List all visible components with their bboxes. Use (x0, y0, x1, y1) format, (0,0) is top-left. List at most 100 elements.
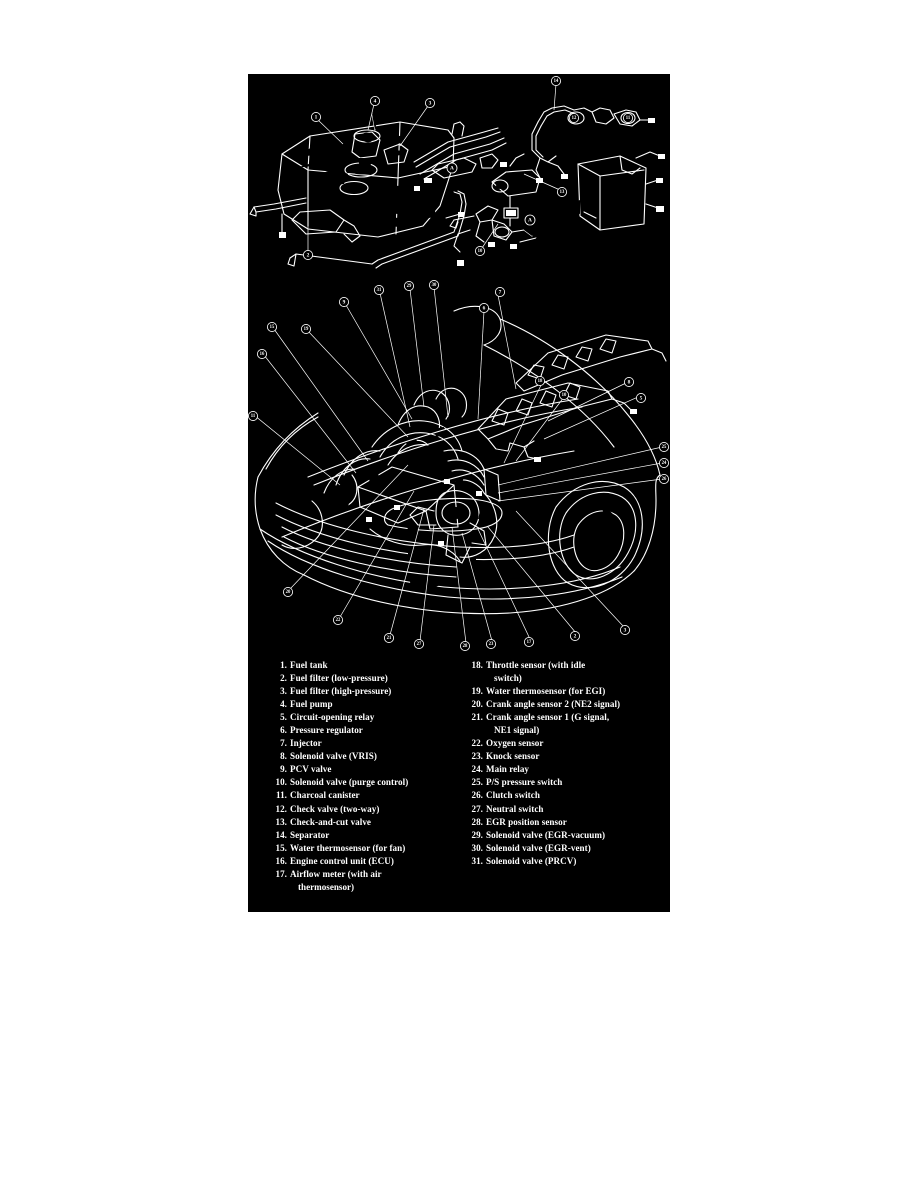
legend-number: 22. (471, 738, 483, 749)
legend-label: Oxygen sensor (486, 738, 544, 749)
callout-28: 28 (459, 640, 471, 652)
legend-label: Check-and-cut valve (290, 816, 372, 827)
legend-number: 25. (471, 777, 483, 788)
legend-label: PCV valve (290, 764, 332, 775)
legend-item: 19. Water thermosensor (for EGI) (466, 685, 670, 698)
center-fuel-line-bundle (413, 120, 507, 191)
legend-label-continuation: thermosensor) (298, 881, 355, 892)
svg-text:17: 17 (527, 640, 532, 645)
legend-label: Fuel filter (high-pressure) (290, 686, 392, 697)
svg-text:16: 16 (260, 352, 265, 357)
callout-1: 1 (310, 111, 322, 123)
engine-assembly (281, 387, 583, 564)
svg-text:8: 8 (628, 379, 631, 385)
legend-label-continuation: switch) (494, 673, 522, 684)
injector-rail-detail (477, 334, 667, 462)
legend-label: P/S pressure switch (486, 777, 563, 788)
legend-label: Solenoid valve (VRIS) (290, 751, 377, 762)
callout-6: 6 (478, 302, 490, 314)
fuel-tank-line-art: 1 4 3 14 12 (249, 75, 665, 269)
callouts-engine-bay: 9 31 29 30 19 (248, 279, 670, 652)
callout-25: 25 (658, 441, 670, 453)
svg-text:11: 11 (251, 414, 256, 419)
callout-11-bay: 11 (248, 410, 259, 422)
legend-item: 10. Solenoid valve (purge control) (270, 776, 466, 789)
legend-item: 31. Solenoid valve (PRCV) (466, 855, 670, 868)
legend-number: 30. (471, 842, 483, 853)
legend-item: 16. Engine control unit (ECU) (270, 855, 466, 868)
callout-10: 10 (474, 245, 486, 257)
legend-item: 28. EGR position sensor (466, 816, 670, 829)
legend-label: Solenoid valve (EGR-vacuum) (486, 829, 606, 840)
callout-11: 11 (622, 112, 634, 124)
svg-text:10: 10 (562, 393, 567, 398)
legend-label: Airflow meter (with air (290, 868, 382, 879)
legend-item: 7. Injector (270, 737, 466, 750)
separator-and-hose (249, 197, 361, 243)
leader-lines-fuel-tank (307, 83, 561, 252)
legend-number: 13. (275, 816, 287, 827)
legend-label: EGR position sensor (486, 816, 567, 827)
legend-number: 27. (471, 803, 483, 814)
legend-label: Crank angle sensor 2 (NE2 signal) (486, 699, 621, 710)
svg-text:7: 7 (499, 289, 502, 295)
legend-number: 2. (280, 673, 287, 684)
legend-label: Charcoal canister (290, 790, 360, 801)
legend-number: 7. (280, 738, 287, 749)
legend-number: 14. (275, 829, 287, 840)
legend-label: Clutch switch (486, 790, 540, 801)
svg-text:3: 3 (624, 627, 627, 633)
fuel-filter-high-pressure (383, 143, 409, 165)
callout-29: 29 (403, 280, 415, 292)
legend-label: Injector (290, 738, 322, 749)
legend-item: 9. PCV valve (270, 763, 466, 776)
callout-9: 9 (338, 296, 350, 308)
svg-text:28: 28 (463, 644, 468, 649)
legend-label: Pressure regulator (290, 725, 363, 736)
section-marker-a-upper: A (446, 162, 458, 174)
legend-number: 26. (471, 790, 483, 801)
legend-number: 4. (280, 699, 287, 710)
legend-label: Neutral switch (486, 803, 544, 814)
legend-number: 21. (471, 712, 483, 723)
callout-24: 24 (658, 457, 670, 469)
legend-label: Fuel pump (290, 699, 333, 710)
legend-item: 5. Circuit-opening relay (270, 711, 466, 724)
svg-text:20: 20 (286, 590, 291, 595)
legend-item: 23. Knock sensor (466, 750, 670, 763)
legend-number: 18. (471, 660, 483, 670)
svg-text:24: 24 (662, 461, 667, 466)
legend-number: 3. (280, 686, 287, 697)
svg-text:2: 2 (574, 633, 577, 639)
callout-5: 5 (635, 392, 647, 404)
legend-item: 27. Neutral switch (466, 803, 670, 816)
svg-text:6: 6 (483, 305, 486, 311)
legend-column-right: 18. Throttle sensor (with idle switch) 1… (466, 659, 670, 868)
svg-text:15: 15 (270, 325, 275, 330)
svg-text:2: 2 (307, 252, 310, 258)
callout-7: 7 (494, 286, 506, 298)
svg-text:13: 13 (560, 190, 565, 195)
figure-panel: 1 4 3 14 12 (248, 74, 670, 912)
callout-15: 15 (266, 321, 278, 333)
callout-23: 23 (485, 638, 497, 650)
diagram-engine-bay-component-location: 9 31 29 30 19 (248, 279, 670, 734)
legend-label: Knock sensor (486, 751, 540, 762)
svg-text:27: 27 (417, 642, 422, 647)
callout-16: 16 (256, 348, 268, 360)
legend-number: 29. (471, 829, 483, 840)
legend-label: Circuit-opening relay (290, 712, 375, 723)
leader-lines-engine-bay (253, 286, 663, 644)
legend-label: Solenoid valve (EGR-vent) (486, 842, 591, 853)
fuel-pipes (287, 190, 467, 269)
legend-item: 20. Crank angle sensor 2 (NE2 signal) (466, 698, 670, 711)
legend-item: 24. Main relay (466, 763, 670, 776)
legend-item: 1. Fuel tank (270, 659, 466, 672)
legend-label: Fuel tank (290, 660, 328, 670)
svg-text:11: 11 (626, 116, 631, 121)
callout-18: 18 (534, 375, 546, 387)
callout-31: 31 (373, 284, 385, 296)
legend-number: 1. (280, 660, 287, 670)
legend-number: 24. (471, 764, 483, 775)
svg-text:14: 14 (554, 79, 559, 84)
